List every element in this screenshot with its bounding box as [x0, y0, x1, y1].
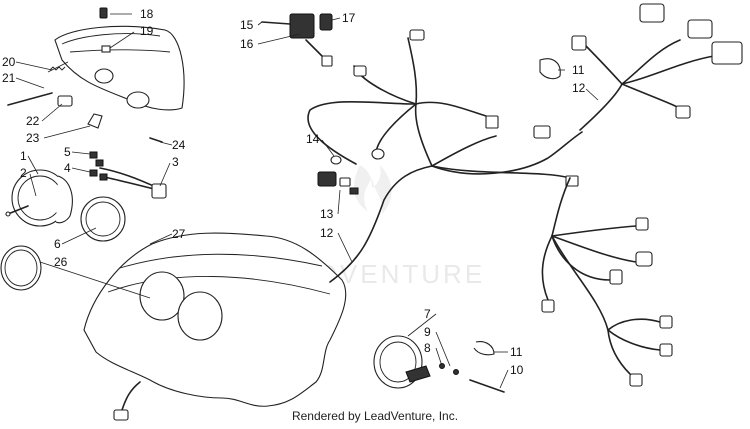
- headlight-assembly: [7, 7, 185, 143]
- render-credit: Rendered by LeadVenture, Inc.: [291, 409, 459, 423]
- callout-24: 23: [26, 131, 40, 145]
- leader-lines: [15, 13, 599, 389]
- callout-13: 12: [320, 226, 334, 240]
- callout-23: 22: [26, 114, 40, 128]
- callout-25: 24: [172, 138, 186, 152]
- callout-4: 4: [64, 161, 71, 175]
- callout-14: 13: [320, 207, 334, 221]
- callout-8: 8: [424, 341, 431, 355]
- callout-18: 17: [342, 11, 356, 25]
- regulator-assembly: [261, 13, 333, 67]
- callout-17: 16: [240, 37, 254, 51]
- callout-6: 6: [54, 237, 61, 251]
- callout-11-lower: 11: [510, 345, 523, 359]
- main-harness: [307, 29, 583, 283]
- callout-22: 21: [2, 71, 16, 85]
- callout-3: 3: [172, 155, 179, 169]
- callout-26: 26: [54, 255, 68, 269]
- callout-16: 15: [240, 18, 254, 32]
- callout-10: 10: [510, 363, 524, 377]
- lower-harness-branch: [541, 177, 673, 387]
- callout-9: 9: [424, 325, 431, 339]
- callout-12: 12: [572, 81, 586, 95]
- callout-labels: 18 19 20 21 22 23 24 1 5 3 4 2 6 27 26 1…: [2, 7, 586, 377]
- harness-branch: [539, 3, 743, 131]
- callout-20: 19: [140, 24, 154, 38]
- hood-cowl: [83, 232, 347, 421]
- callout-5: 5: [64, 145, 71, 159]
- callout-2: 2: [20, 166, 27, 180]
- callout-21: 20: [2, 55, 16, 69]
- callout-15: 14: [306, 132, 320, 146]
- callout-27: 27: [172, 227, 186, 241]
- callout-11-upper: 11: [572, 63, 585, 77]
- callout-7: 7: [424, 307, 431, 321]
- callout-19: 18: [140, 7, 154, 21]
- callout-1: 1: [20, 149, 27, 163]
- speedometer-assembly: [373, 335, 505, 393]
